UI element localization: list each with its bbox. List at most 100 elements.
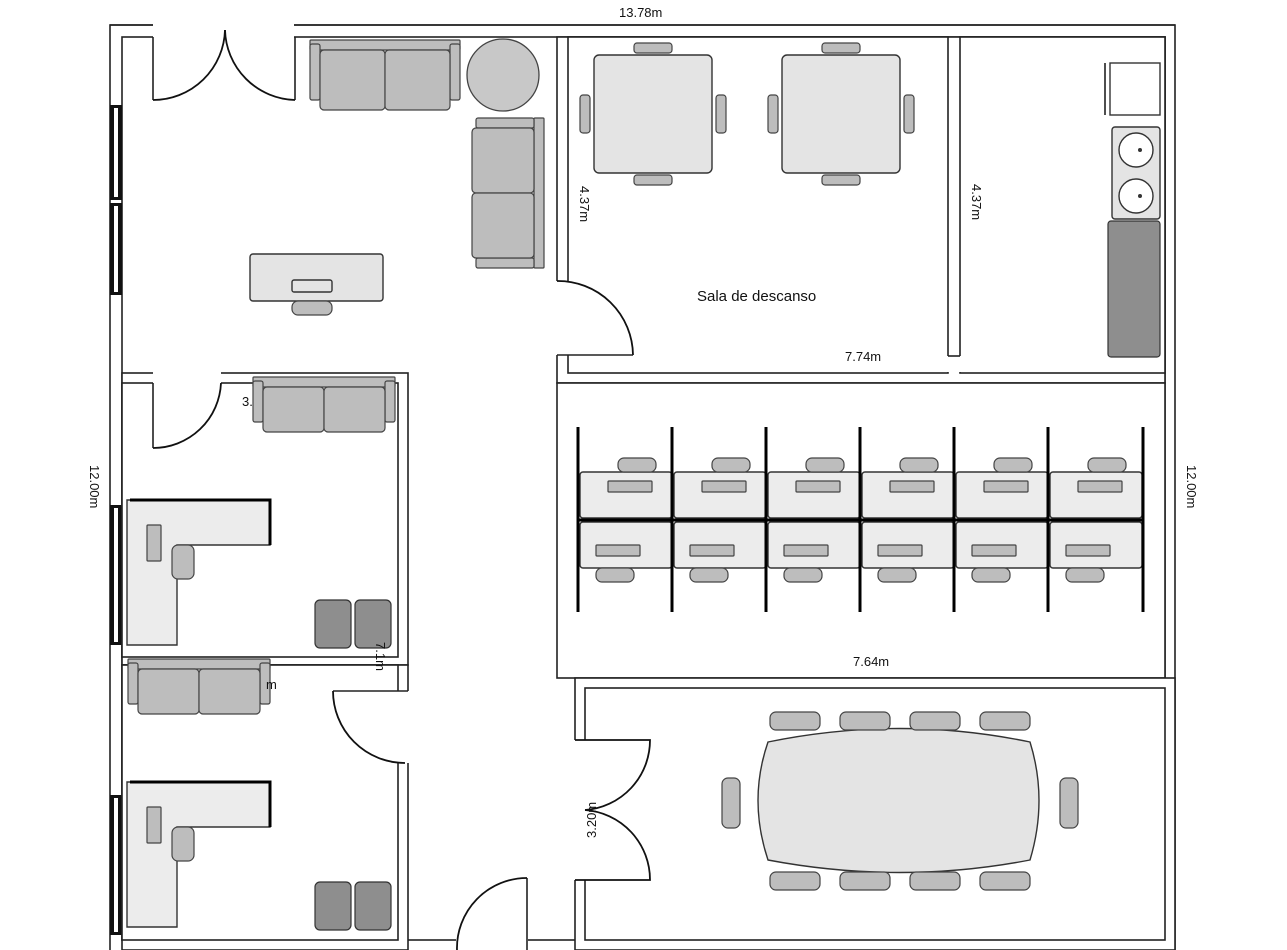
dimension-break-room-height-left: 4.37m: [577, 186, 592, 222]
sofa-seat: [198, 668, 261, 715]
chair: [903, 94, 915, 134]
sofa-back: [127, 658, 271, 670]
conference-chair: [839, 871, 891, 891]
dimension-office-vertical-partial: 7.1m: [373, 642, 388, 671]
sofa-arm: [252, 380, 264, 423]
armchair: [314, 599, 352, 649]
dining-table: [593, 54, 713, 174]
dimension-conference-door: 3.20m: [584, 802, 599, 838]
office-chair: [971, 567, 1011, 583]
monitor: [701, 480, 747, 493]
sofa-seat: [319, 49, 386, 111]
monitor: [795, 480, 841, 493]
sofa-seat: [471, 127, 535, 194]
workstations: [576, 427, 1145, 612]
conference-chair: [909, 871, 961, 891]
office-chair: [595, 567, 635, 583]
conference-chair: [909, 711, 961, 731]
monitor: [689, 544, 735, 557]
room-label-break-room: Sala de descanso: [697, 288, 816, 305]
monitor: [783, 544, 829, 557]
chair: [633, 174, 673, 186]
desk-edge: [130, 498, 272, 545]
monitor: [291, 279, 333, 293]
desk: [955, 471, 1049, 519]
sofa-seat: [137, 668, 200, 715]
dimension-left-height: 12.00m: [87, 465, 102, 508]
sofa-back: [309, 39, 461, 51]
monitor: [146, 524, 162, 562]
sofa-arm: [309, 43, 321, 101]
monitor: [971, 544, 1017, 557]
office-chair: [805, 457, 845, 473]
monitor: [983, 480, 1029, 493]
chair: [821, 42, 861, 54]
sofa: [309, 39, 461, 111]
sofa-arm: [127, 662, 139, 705]
desk: [1049, 471, 1143, 519]
desk-edge: [130, 780, 272, 827]
office-chair: [993, 457, 1033, 473]
monitor: [1077, 480, 1123, 493]
sofa-seat: [384, 49, 451, 111]
desk: [767, 471, 861, 519]
entrance-door: [110, 24, 1175, 101]
dimension-right-height: 12.00m: [1184, 465, 1199, 508]
office-chair: [1087, 457, 1127, 473]
conference-chair: [1059, 777, 1079, 829]
break-room-tables: [579, 42, 915, 186]
monitor: [607, 480, 653, 493]
office-chair: [899, 457, 939, 473]
dimension-open-office-width: 7.64m: [853, 654, 889, 669]
conference-table-set: [721, 711, 1079, 891]
office-chair: [877, 567, 917, 583]
chair: [767, 94, 779, 134]
dimension-office-1-partial: 3.: [242, 394, 253, 409]
office-chair: [171, 544, 195, 580]
sofa: [471, 117, 545, 269]
monitor: [146, 806, 162, 844]
sofa-arm: [475, 117, 535, 129]
office-furniture: [126, 376, 396, 931]
chair: [579, 94, 591, 134]
sofa-seat: [262, 386, 325, 433]
desk: [861, 471, 955, 519]
desk: [673, 471, 767, 519]
chair: [715, 94, 727, 134]
sofa-seat: [471, 192, 535, 259]
conference-chair: [769, 871, 821, 891]
conference-chair: [979, 871, 1031, 891]
conference-chair: [769, 711, 821, 731]
dimension-top-width: 13.78m: [619, 5, 662, 20]
armchair: [314, 881, 352, 931]
bottom-door: [456, 877, 528, 950]
dimension-break-room-width: 7.74m: [845, 349, 881, 364]
sofa-seat: [323, 386, 386, 433]
sofa-arm: [384, 380, 396, 423]
sofa-back: [533, 117, 545, 269]
dimension-break-room-height-right: 4.37m: [969, 184, 984, 220]
office-chair: [783, 567, 823, 583]
office-chair: [171, 826, 195, 862]
monitor: [1065, 544, 1111, 557]
windows: [110, 105, 122, 935]
conference-chair: [721, 777, 741, 829]
conference-chair: [839, 711, 891, 731]
armchair: [354, 599, 392, 649]
armchair: [354, 881, 392, 931]
desk: [579, 471, 673, 519]
sofa-arm: [475, 257, 535, 269]
dining-table: [781, 54, 901, 174]
office-chair: [689, 567, 729, 583]
kitchenette: [1104, 62, 1161, 358]
sofa: [127, 658, 271, 715]
monitor: [889, 480, 935, 493]
sofa: [252, 376, 396, 433]
reception-chair: [291, 300, 333, 316]
conference-table: [757, 727, 1040, 874]
dimension-office-2-partial: m: [266, 677, 277, 692]
office-chair: [617, 457, 657, 473]
office-chair: [1065, 567, 1105, 583]
monitor: [595, 544, 641, 557]
